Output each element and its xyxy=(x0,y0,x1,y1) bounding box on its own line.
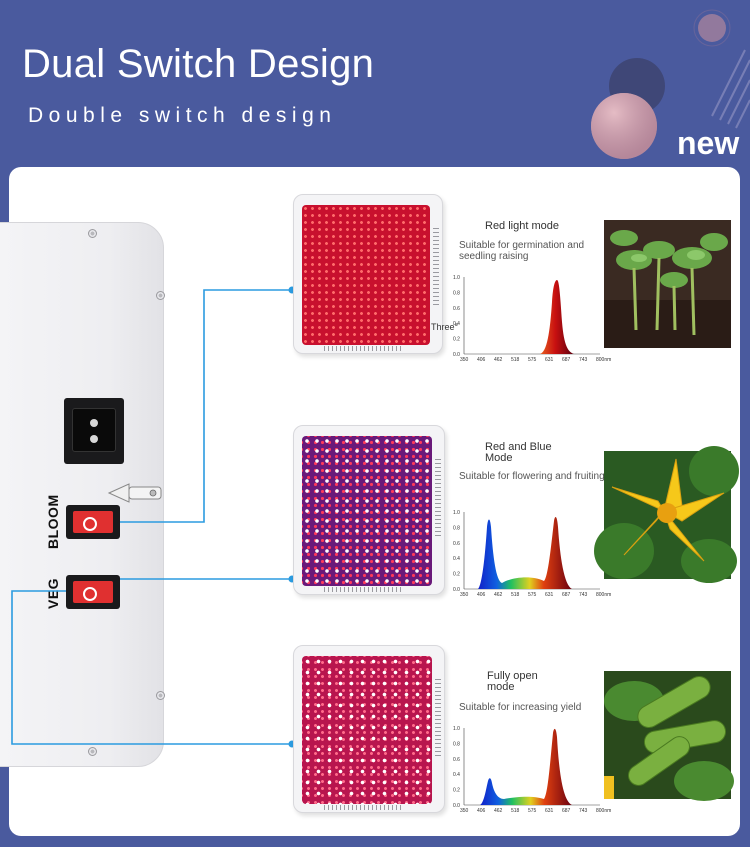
y-tick-label: 1.0 xyxy=(453,726,460,732)
x-tick-label: 350 xyxy=(460,808,469,814)
screw-icon xyxy=(156,291,165,300)
mode-description: Suitable for increasing yield xyxy=(459,702,582,713)
x-tick-label: 406 xyxy=(477,357,486,363)
y-tick-label: 1.0 xyxy=(453,275,460,281)
x-tick-label: 687 xyxy=(562,592,571,598)
x-tick-label: 575 xyxy=(528,592,537,598)
y-tick-label: 0.2 xyxy=(453,337,460,343)
led-panel-full xyxy=(302,656,432,804)
mode-title: Fully open mode xyxy=(487,670,538,693)
page-subtitle: Double switch design xyxy=(28,104,337,127)
y-tick-label: 1.0 xyxy=(453,510,460,516)
x-tick-label: 462 xyxy=(494,357,503,363)
x-tick-label: 631 xyxy=(545,808,554,814)
red-blue-mode-lamp xyxy=(293,425,445,595)
screw-icon xyxy=(88,747,97,756)
y-tick-label: 0.8 xyxy=(453,290,460,296)
x-tick-label: 800nm xyxy=(596,357,611,363)
y-tick-label: 0.2 xyxy=(453,788,460,794)
x-tick-label: 462 xyxy=(494,592,503,598)
y-tick-label: 0.0 xyxy=(453,352,460,358)
x-tick-label: 631 xyxy=(545,357,554,363)
zucchini-photo xyxy=(604,671,734,801)
y-tick-label: 0.2 xyxy=(453,572,460,578)
mode-description: Suitable for flowering and fruiting xyxy=(459,471,605,482)
decorative-circles xyxy=(591,9,750,159)
bloom-switch[interactable] xyxy=(66,505,120,539)
y-tick-label: 0.8 xyxy=(453,525,460,531)
mode-description: Suitable for germination and seedling ra… xyxy=(459,240,585,262)
x-tick-label: 575 xyxy=(528,357,537,363)
y-tick-label: 0.0 xyxy=(453,803,460,809)
y-tick-label: 0.4 xyxy=(453,321,460,327)
x-tick-label: 350 xyxy=(460,357,469,363)
x-tick-label: 518 xyxy=(511,808,520,814)
x-tick-label: 631 xyxy=(545,592,554,598)
x-tick-label: 800nm xyxy=(596,592,611,598)
x-tick-label: 575 xyxy=(528,808,537,814)
seedlings-photo xyxy=(604,220,731,348)
x-tick-label: 743 xyxy=(579,592,588,598)
y-tick-label: 0.4 xyxy=(453,556,460,562)
y-tick-label: 0.6 xyxy=(453,306,460,312)
veg-switch[interactable] xyxy=(66,575,120,609)
led-panel-red xyxy=(302,205,430,345)
squash-flower-photo xyxy=(594,446,739,583)
page-title: Dual Switch Design xyxy=(22,42,375,86)
x-tick-label: 518 xyxy=(511,592,520,598)
veg-switch-label: VEG xyxy=(45,577,61,609)
x-tick-label: 406 xyxy=(477,808,486,814)
x-tick-label: 406 xyxy=(477,592,486,598)
mode-extra-label: Three° xyxy=(431,322,459,332)
x-tick-label: 350 xyxy=(460,592,469,598)
full-mode-lamp xyxy=(293,645,445,813)
y-tick-label: 0.0 xyxy=(453,587,460,593)
veg-switch-rocker[interactable] xyxy=(73,581,113,603)
mode-title: Red and Blue Mode xyxy=(485,441,552,464)
power-socket xyxy=(64,398,124,464)
red-mode-lamp xyxy=(293,194,443,354)
y-tick-label: 0.6 xyxy=(453,757,460,763)
led-panel-red-blue xyxy=(302,436,432,586)
x-tick-label: 518 xyxy=(511,357,520,363)
header-banner: Dual Switch Design Double switch design … xyxy=(0,0,750,170)
screw-icon xyxy=(156,691,165,700)
x-tick-label: 687 xyxy=(562,357,571,363)
content-panel: BLOOM VEG Red light mode Suitable for ge… xyxy=(0,167,740,836)
hanging-hook-icon xyxy=(107,483,162,503)
y-tick-label: 0.6 xyxy=(453,541,460,547)
y-tick-label: 0.8 xyxy=(453,741,460,747)
x-tick-label: 462 xyxy=(494,808,503,814)
x-tick-label: 800nm xyxy=(596,808,611,814)
bloom-switch-label: BLOOM xyxy=(45,494,61,549)
new-badge: new xyxy=(677,125,740,161)
x-tick-label: 687 xyxy=(562,808,571,814)
x-tick-label: 743 xyxy=(579,808,588,814)
y-tick-label: 0.4 xyxy=(453,772,460,778)
screw-icon xyxy=(88,229,97,238)
mode-title: Red light mode xyxy=(485,220,559,232)
bloom-switch-rocker[interactable] xyxy=(73,511,113,533)
x-tick-label: 743 xyxy=(579,357,588,363)
